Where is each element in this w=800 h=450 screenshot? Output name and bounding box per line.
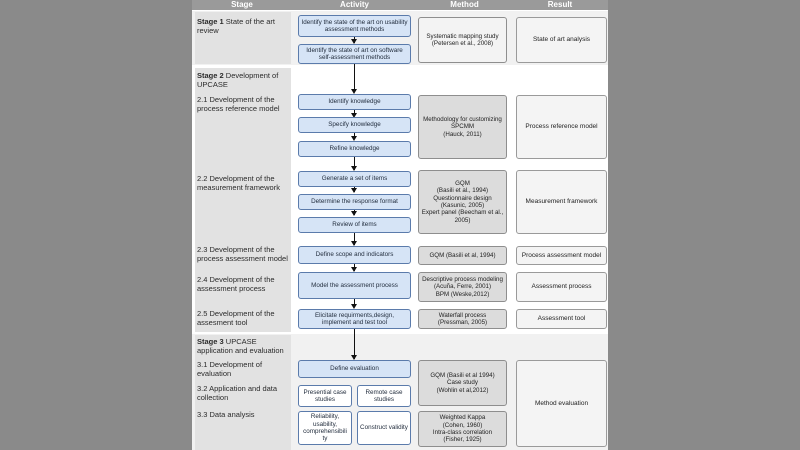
- stage1-column: [195, 12, 291, 64]
- method-waterfall: Waterfall process (Pressman, 2005): [418, 309, 507, 329]
- arrow-down-icon: [351, 304, 357, 309]
- arrow-down-icon: [351, 241, 357, 246]
- activity-identify-knowledge: Identify knowledge: [298, 94, 411, 110]
- stage2-1-label: 2.1 Development of the process reference…: [197, 95, 280, 113]
- arrow-down-icon: [351, 211, 357, 216]
- arrow-down-icon: [351, 136, 357, 141]
- activity-define-scope: Define scope and indicators: [298, 246, 411, 264]
- connector-line: [354, 329, 355, 359]
- arrow-down-icon: [351, 355, 357, 360]
- activity-define-evaluation: Define evaluation: [298, 360, 411, 378]
- activity-generate-items: Generate a set of items: [298, 171, 411, 187]
- process-table: Stage Activity Method Result Stage 1 Sta…: [192, 0, 608, 450]
- connector-line: [354, 64, 355, 90]
- header-activity: Activity: [292, 0, 417, 10]
- arrow-down-icon: [351, 267, 357, 272]
- activity-review-items: Review of items: [298, 217, 411, 233]
- stage2-3-label: 2.3 Development of the process assessmen…: [197, 245, 288, 263]
- stage3-2-label: 3.2 Application and data collection: [197, 384, 278, 402]
- activity-presential-case-studies: Presential case studies: [298, 385, 352, 407]
- method-gqm-questionnaire: GQM (Basili et al., 1994) Questionnaire …: [418, 170, 507, 234]
- stage3-1-label: 3.1 Development of evaluation: [197, 360, 263, 378]
- connector-line: [354, 233, 355, 245]
- activity-elicitate-requirements: Elicitate requirments,design, implement …: [298, 309, 411, 329]
- activity-reliability: Reliability, usability, comprehensibili …: [298, 411, 352, 445]
- method-systematic-mapping: Systematic mapping study (Petersen et al…: [418, 17, 507, 63]
- arrow-down-icon: [351, 166, 357, 171]
- stage2-column: [195, 68, 291, 332]
- stage2-5-label: 2.5 Development of the assesment tool: [197, 309, 275, 327]
- result-assessment-process: Assessment process: [516, 272, 607, 302]
- header-result: Result: [512, 0, 608, 10]
- stage2-4-label: 2.4 Development of the assessment proces…: [197, 275, 275, 293]
- activity-response-format: Determine the response format: [298, 194, 411, 210]
- connector-line: [354, 299, 355, 307]
- method-kappa: Weighted Kappa (Cohen, 1960) Intra-class…: [418, 411, 507, 447]
- activity-remote-case-studies: Remote case studies: [357, 385, 411, 407]
- header-stage: Stage: [192, 0, 292, 10]
- stage3-column: [195, 335, 291, 450]
- activity-refine-knowledge: Refine knowledge: [298, 141, 411, 157]
- method-gqm: GQM (Basili et al, 1994): [418, 246, 507, 265]
- connector-line: [354, 157, 355, 170]
- method-spcmm: Methodology for customizing SPCMM (Hauck…: [418, 95, 507, 159]
- stage1-label: Stage 1 State of the art review: [197, 17, 275, 35]
- arrow-down-icon: [351, 39, 357, 44]
- stage3-3-label: 3.3 Data analysis: [197, 410, 255, 419]
- result-process-assessment-model: Process assessment model: [516, 246, 607, 265]
- arrow-down-icon: [351, 188, 357, 193]
- result-assessment-tool: Assessment tool: [516, 309, 607, 329]
- stage2-2-label: 2.2 Development of the measurement frame…: [197, 174, 280, 192]
- header-method: Method: [417, 0, 512, 10]
- activity-usability-sota: Identify the state of the art on usabili…: [298, 15, 411, 37]
- stage3-label: Stage 3 UPCASE application and evaluatio…: [197, 337, 284, 355]
- result-state-of-art: State of art analysis: [516, 17, 607, 63]
- activity-self-assessment-sota: Identify the state of art on software se…: [298, 44, 411, 64]
- method-case-study: GQM (Basili et al 1994) Case study (Wohl…: [418, 360, 507, 406]
- result-measurement-framework: Measurement framework: [516, 170, 607, 234]
- arrow-down-icon: [351, 113, 357, 118]
- activity-specify-knowledge: Specify knowledge: [298, 117, 411, 133]
- stage2-label: Stage 2 Development of UPCASE: [197, 71, 279, 89]
- method-process-modeling: Descriptive process modeling (Acuña, Fer…: [418, 272, 507, 302]
- activity-model-process: Model the assessment process: [298, 272, 411, 299]
- result-process-reference-model: Process reference model: [516, 95, 607, 159]
- result-method-evaluation: Method evaluation: [516, 360, 607, 447]
- arrow-down-icon: [351, 89, 357, 94]
- activity-construct-validity: Construct validity: [357, 411, 411, 445]
